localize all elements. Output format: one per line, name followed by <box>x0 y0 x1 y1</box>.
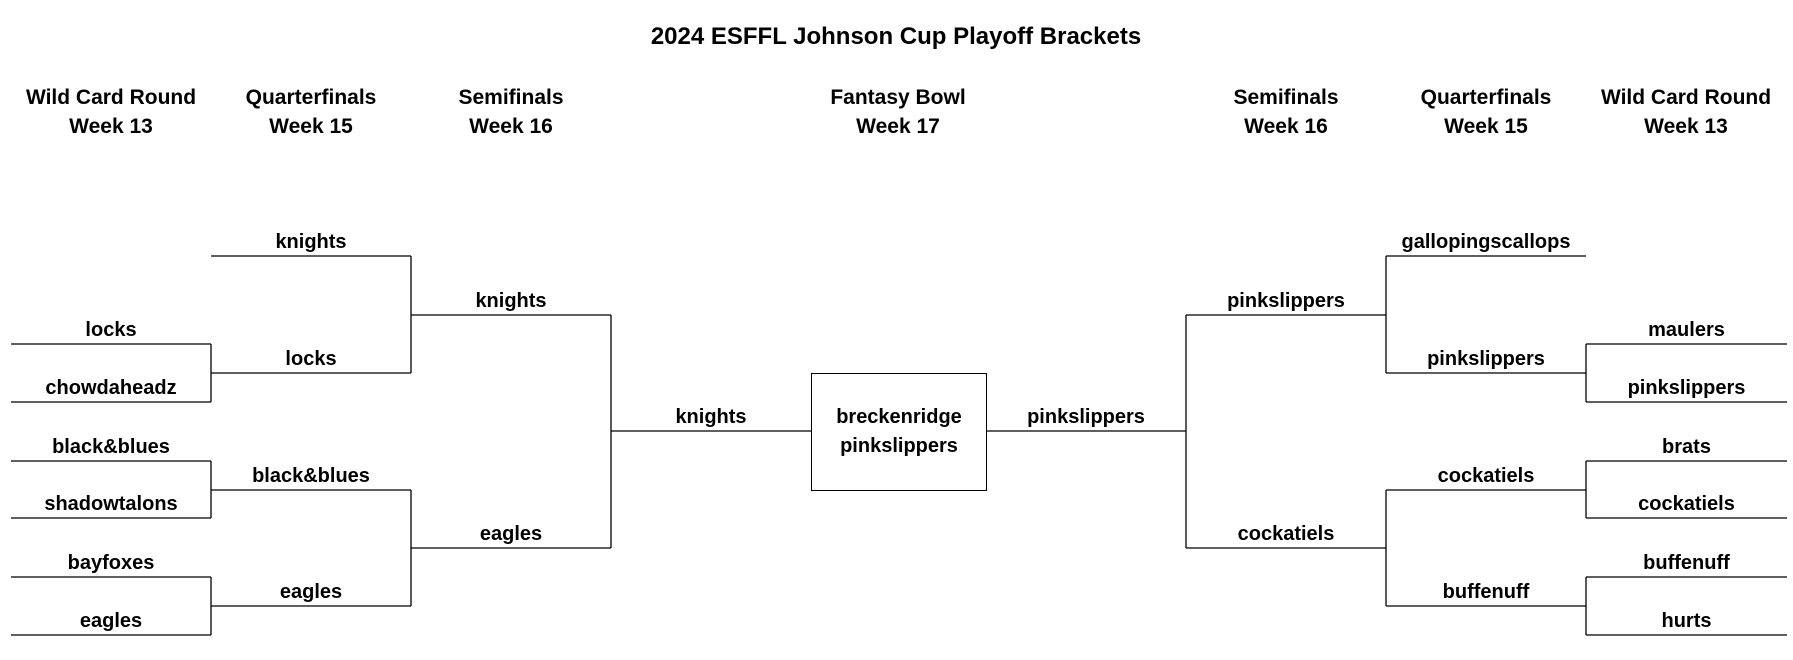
week-label: Week 15 <box>1444 115 1528 138</box>
round-label: Wild Card Round <box>1600 86 1772 109</box>
week-label: Week 13 <box>69 115 153 138</box>
week-label: Week 17 <box>856 115 940 138</box>
page-title: 2024 ESFFL Johnson Cup Playoff Brackets <box>650 23 1142 50</box>
week-label: Week 15 <box>269 115 353 138</box>
right-wild-card-team: buffenuff <box>1643 552 1730 574</box>
left-wild-card-team: bayfoxes <box>67 552 155 574</box>
left-wild-card-team: chowdaheadz <box>45 377 177 399</box>
right-finalist: pinkslippers <box>1027 406 1145 428</box>
week-label: Week 16 <box>469 115 553 138</box>
right-wild-card-team: cockatiels <box>1638 493 1735 515</box>
round-label: Quarterfinals <box>245 86 377 109</box>
fantasy-bowl-team-2: pinkslippers <box>840 435 958 457</box>
right-wild-card-team: pinkslippers <box>1627 377 1746 399</box>
week-label: Week 13 <box>1644 115 1728 138</box>
left-quarterfinal-team: eagles <box>279 581 343 603</box>
fantasy-bowl-team-1: breckenridge <box>836 406 962 428</box>
fantasy-bowl-box: breckenridge pinkslippers <box>811 373 987 491</box>
left-quarterfinal-team: knights <box>275 231 347 253</box>
left-wild-card-team: locks <box>85 319 137 341</box>
right-wild-card-team: hurts <box>1661 610 1712 632</box>
left-quarterfinal-team: locks <box>285 348 337 370</box>
round-label: Semifinals <box>1233 86 1339 109</box>
left-quarterfinal-team: black&blues <box>252 465 370 487</box>
week-label: Week 16 <box>1244 115 1328 138</box>
right-semifinal-team: cockatiels <box>1237 523 1335 545</box>
right-quarterfinal-team: pinkslippers <box>1427 348 1545 370</box>
left-wild-card-team: eagles <box>79 610 143 632</box>
left-finalist: knights <box>675 406 747 428</box>
right-quarterfinal-team: buffenuff <box>1442 581 1530 603</box>
left-wild-card-team: shadowtalons <box>44 493 178 515</box>
left-semifinal-team: eagles <box>479 523 543 545</box>
right-quarterfinal-team: cockatiels <box>1437 465 1535 487</box>
round-label: Semifinals <box>458 86 564 109</box>
right-semifinal-team: pinkslippers <box>1227 290 1345 312</box>
round-label: Quarterfinals <box>1420 86 1552 109</box>
left-semifinal-team: knights <box>475 290 547 312</box>
round-label: Fantasy Bowl <box>830 86 966 109</box>
left-wild-card-team: black&blues <box>52 436 170 458</box>
right-quarterfinal-team: gallopingscallops <box>1401 231 1571 253</box>
right-wild-card-team: maulers <box>1648 319 1725 341</box>
right-wild-card-team: brats <box>1662 436 1711 458</box>
round-label: Wild Card Round <box>25 86 197 109</box>
